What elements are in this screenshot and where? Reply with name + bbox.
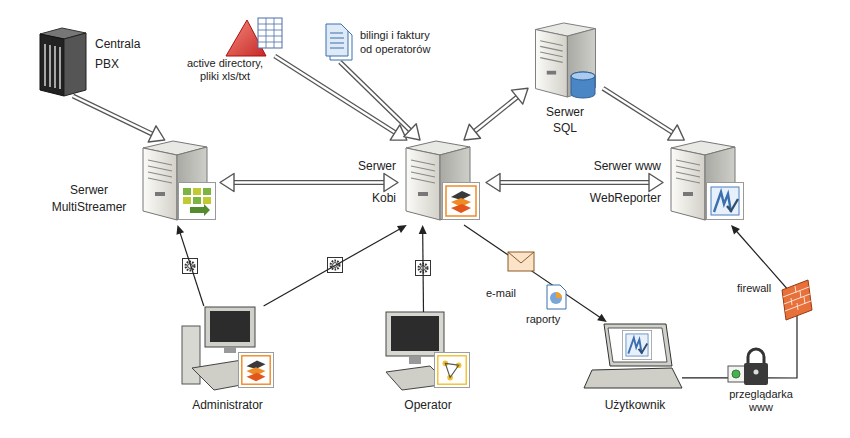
arrowhead bbox=[176, 225, 184, 235]
arrowhead bbox=[511, 88, 528, 104]
connector-line bbox=[340, 62, 411, 131]
connector-line bbox=[682, 231, 797, 378]
annotation-label: przeglądarka www bbox=[722, 388, 800, 414]
arrowhead bbox=[419, 225, 427, 234]
pbx-icon bbox=[40, 28, 86, 96]
billing-document-icon bbox=[326, 24, 352, 60]
webreporter-server-icon bbox=[671, 141, 744, 220]
node-label: Operator bbox=[373, 398, 483, 413]
connector bbox=[682, 225, 797, 378]
arrowhead bbox=[397, 225, 407, 233]
connector-line bbox=[474, 97, 518, 132]
connector-line bbox=[340, 62, 411, 131]
multistreamer-server-icon bbox=[143, 141, 216, 220]
administrator-computer-icon bbox=[182, 307, 274, 390]
arrowhead bbox=[148, 126, 165, 142]
node-label: Administrator bbox=[170, 398, 285, 413]
browser-padlock-icon bbox=[728, 349, 768, 385]
arrowhead bbox=[464, 124, 481, 140]
connector-line bbox=[499, 180, 650, 185]
server-node: Serwer Kobi bbox=[398, 140, 486, 225]
connector-line bbox=[180, 233, 204, 306]
connector bbox=[275, 56, 407, 140]
connector-line bbox=[233, 180, 385, 185]
node-label: Centrala PBX bbox=[95, 34, 149, 74]
connector-line bbox=[264, 229, 400, 306]
arrowhead bbox=[220, 174, 234, 192]
arrowhead bbox=[486, 174, 500, 192]
server-node: Serwer MultiStreamer bbox=[135, 140, 220, 225]
node-label: bilingi i faktury od operatorów bbox=[360, 28, 440, 56]
node-label: Użytkownik bbox=[578, 398, 692, 413]
node-label: Serwer Kobi bbox=[351, 150, 396, 214]
workstation-node: Operator bbox=[383, 312, 473, 390]
connector bbox=[419, 225, 427, 312]
directory-icon bbox=[226, 18, 282, 56]
arrowhead bbox=[649, 174, 663, 192]
user-laptop-icon bbox=[584, 324, 682, 388]
node-label: Serwer MultiStreamer bbox=[43, 182, 135, 216]
node-label: Serwer SQL bbox=[535, 104, 595, 136]
connector bbox=[73, 96, 165, 142]
connector bbox=[486, 174, 663, 192]
annotation-label: e-mail bbox=[486, 287, 530, 300]
connector bbox=[176, 225, 203, 306]
connector-line bbox=[603, 88, 673, 133]
arrowhead bbox=[597, 314, 607, 322]
sql-server-icon bbox=[536, 23, 596, 98]
data-source-node: bilingi i faktury od operatorów bbox=[325, 24, 355, 62]
firewall-icon bbox=[782, 280, 812, 320]
pbx-node: Centrala PBX bbox=[38, 28, 88, 96]
connector bbox=[340, 62, 420, 140]
workstation-node: Administrator bbox=[180, 306, 275, 388]
connector bbox=[220, 174, 398, 192]
connector-line bbox=[275, 56, 396, 133]
data-source-node: active directory, pliki xls/txt bbox=[222, 16, 284, 56]
arrowhead bbox=[404, 124, 420, 140]
report-document-icon bbox=[547, 285, 566, 309]
connector-line bbox=[275, 56, 396, 133]
arrowhead bbox=[668, 125, 685, 140]
connector-line bbox=[464, 225, 600, 318]
node-label: Serwer www WebReporter bbox=[583, 150, 661, 214]
envelope-icon bbox=[508, 252, 534, 271]
connector bbox=[603, 88, 684, 140]
workstation-node: Użytkownik bbox=[588, 322, 682, 390]
arrowhead bbox=[384, 174, 398, 192]
connector-line bbox=[603, 88, 673, 133]
server-node: Serwer www WebReporter bbox=[663, 140, 748, 225]
connector-line bbox=[422, 233, 424, 312]
node-label: active directory, pliki xls/txt bbox=[179, 57, 271, 83]
connector-line bbox=[499, 181, 650, 183]
connector bbox=[264, 225, 407, 306]
operator-computer-icon bbox=[386, 312, 470, 390]
connector-line bbox=[474, 97, 518, 132]
connector bbox=[464, 88, 528, 140]
annotation-label: raporty bbox=[526, 313, 572, 326]
kobi-server-icon bbox=[406, 141, 480, 220]
gear-icons bbox=[183, 258, 431, 276]
annotation-label: firewall bbox=[737, 282, 779, 295]
connector-line bbox=[73, 96, 153, 134]
connector bbox=[464, 225, 607, 322]
connector-line bbox=[73, 96, 153, 134]
server-node: Serwer SQL bbox=[528, 22, 603, 100]
connector-line bbox=[233, 181, 385, 183]
arrowhead bbox=[731, 225, 740, 234]
